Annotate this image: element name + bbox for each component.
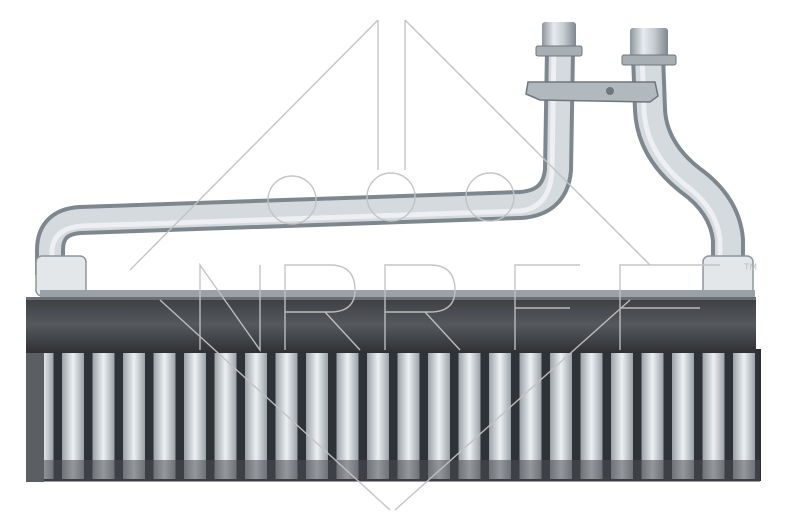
mounting-bracket [525, 81, 659, 103]
inlet-pipe-end [542, 22, 576, 52]
core-band [26, 297, 756, 353]
inlet-pipe [35, 22, 583, 275]
trademark-mark: TM [744, 262, 757, 272]
outlet-pipe [621, 28, 745, 290]
outlet-pipe-end [630, 28, 668, 58]
core-fins [29, 349, 761, 482]
nrf-watermark [129, 19, 720, 511]
